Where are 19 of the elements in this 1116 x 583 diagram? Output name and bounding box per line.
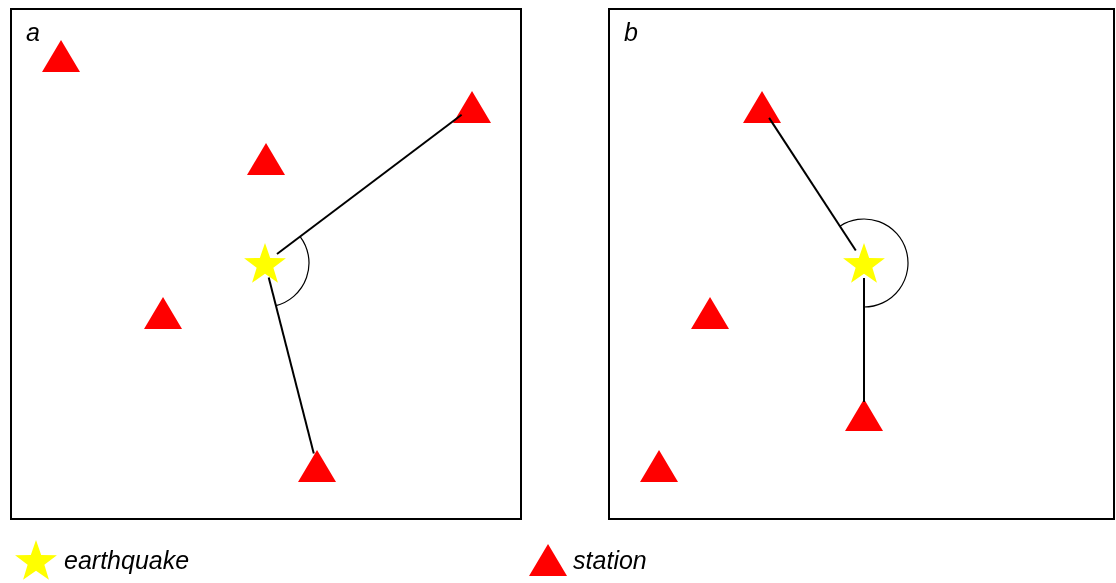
connector-line xyxy=(276,113,463,255)
station-triangle xyxy=(640,450,678,482)
legend-label: earthquake xyxy=(64,547,190,573)
earthquake-star xyxy=(243,241,287,285)
connector-line xyxy=(267,276,315,455)
station-triangle xyxy=(845,399,883,431)
station-triangle xyxy=(453,91,491,123)
station-triangle xyxy=(298,450,336,482)
panel-label: a xyxy=(26,20,40,45)
map-panel xyxy=(10,8,522,520)
station-triangle xyxy=(144,297,182,329)
earthquake-star xyxy=(842,241,886,285)
panel-label: b xyxy=(624,20,638,45)
station-triangle xyxy=(247,143,285,175)
station-triangle xyxy=(691,297,729,329)
station-triangle xyxy=(42,40,80,72)
map-panel xyxy=(608,8,1115,520)
legend-label: station xyxy=(573,547,647,573)
station-triangle xyxy=(743,91,781,123)
